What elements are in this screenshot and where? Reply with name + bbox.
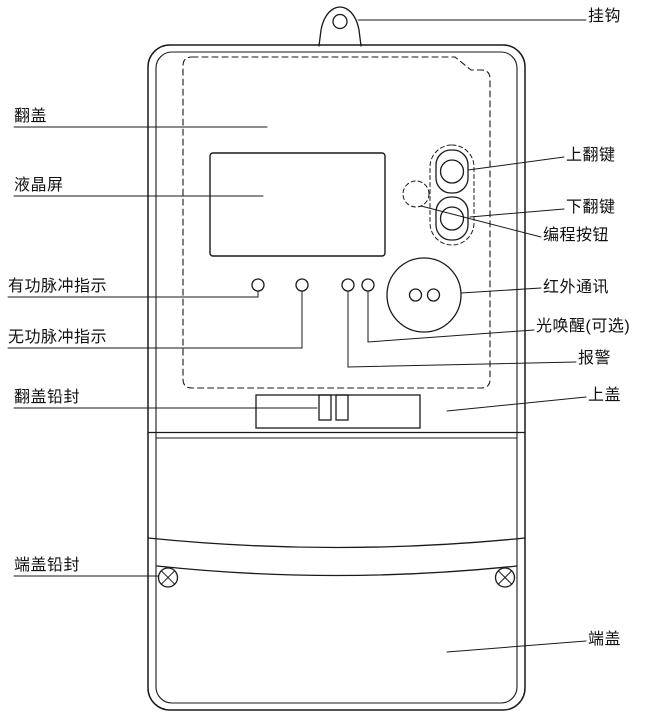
lcd-screen (209, 152, 386, 257)
seal-tab-left (318, 394, 332, 421)
infrared-lens-right (426, 288, 441, 302)
label-hook: 挂钩 (588, 8, 622, 25)
leader-alarm (347, 290, 577, 368)
hanging-hook (318, 6, 362, 47)
active-pulse-led (251, 278, 265, 292)
label-up-key: 上翻键 (566, 147, 616, 164)
leader-up-key (467, 156, 565, 171)
label-upper-cover: 上盖 (588, 387, 622, 404)
leader-reactive-pulse (7, 290, 303, 349)
label-light-wakeup: 光唤醒(可选) (536, 318, 631, 335)
label-terminal-cover-seal: 端盖铅封 (14, 557, 81, 574)
terminal-cover-arc-top (147, 537, 526, 549)
leader-lines (7, 19, 587, 653)
label-flip-cover: 翻盖 (14, 108, 48, 125)
leader-terminal-cover (446, 640, 587, 653)
label-infrared-comm: 红外通讯 (543, 279, 610, 296)
key-group-dashed-outline (429, 144, 475, 246)
leader-active-pulse (7, 290, 259, 298)
label-active-pulse-indicator: 有功脉冲指示 (8, 278, 108, 295)
alarm-led (341, 278, 355, 292)
label-terminal-cover: 端盖 (588, 631, 622, 648)
leader-upper-cover (446, 396, 587, 412)
label-reactive-pulse-indicator: 无功脉冲指示 (8, 329, 108, 346)
meter-body-outline (147, 44, 526, 711)
hook-hole-icon (332, 13, 348, 30)
label-down-key: 下翻键 (566, 199, 616, 216)
label-alarm: 报警 (578, 350, 612, 367)
leader-down-key (469, 208, 565, 218)
meter-body-inner-outline (155, 51, 518, 704)
program-button-circle (402, 180, 430, 208)
up-key-circle (439, 159, 465, 184)
light-wakeup-led (361, 278, 375, 292)
label-flip-cover-seal: 翻盖铅封 (14, 389, 81, 406)
up-key-button (435, 149, 469, 194)
leader-program-button (420, 205, 542, 238)
infrared-port (386, 257, 462, 333)
label-program-button: 编程按钮 (543, 227, 610, 244)
leader-light-wakeup (367, 290, 535, 343)
flip-cover-seal-area (255, 394, 421, 429)
terminal-seal-left (157, 567, 179, 588)
label-lcd-screen: 液晶屏 (14, 177, 64, 194)
terminal-seal-right (494, 567, 516, 588)
seal-tab-right (335, 394, 349, 421)
infrared-lens-left (408, 288, 423, 302)
reactive-pulse-led (295, 278, 309, 292)
leader-infrared (460, 287, 542, 294)
terminal-cover-arc-bottom (156, 565, 518, 577)
flip-cover-dashed-outline (182, 56, 491, 389)
down-key-circle (439, 206, 465, 231)
